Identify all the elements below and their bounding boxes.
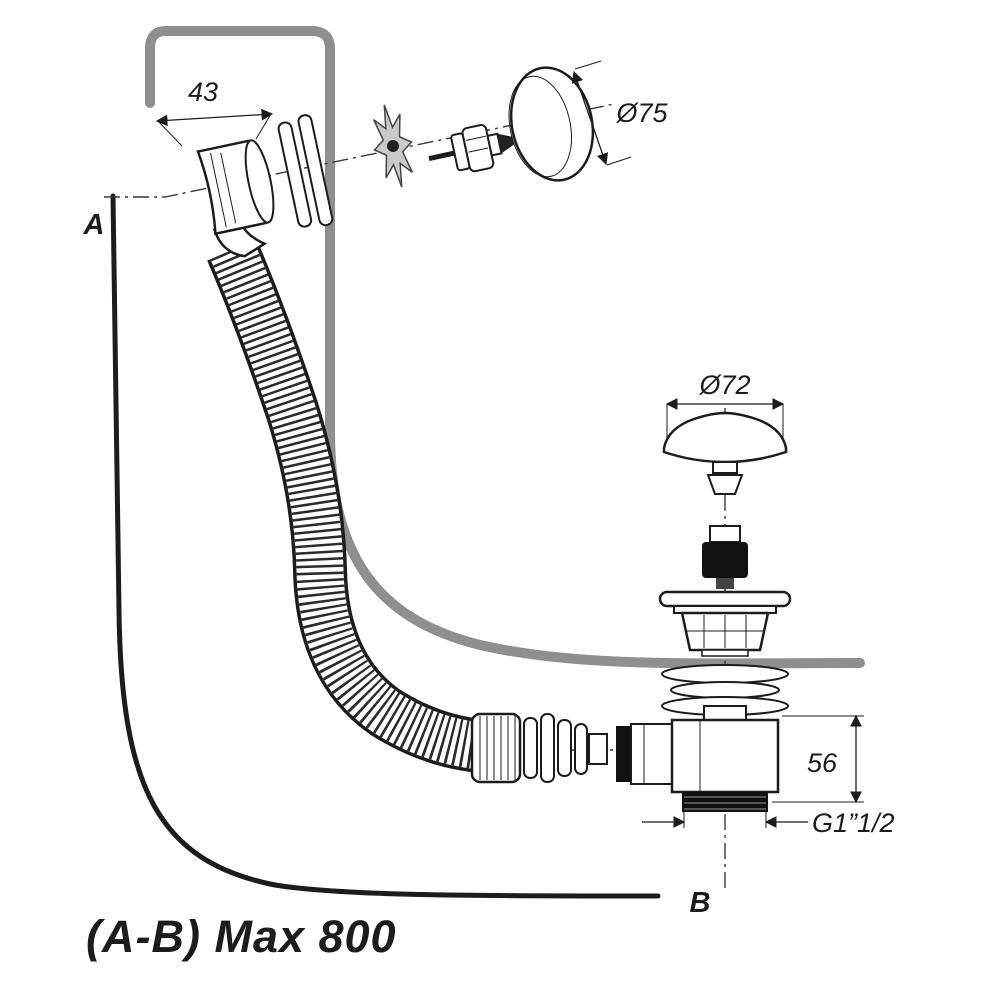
- drain-tee: [616, 718, 780, 812]
- dim-56-label: 56: [807, 748, 838, 778]
- dim-d75-label: Ø75: [615, 98, 668, 128]
- dim-43-label: 43: [188, 77, 218, 107]
- strainer-body: [658, 590, 792, 657]
- overflow-flange: [196, 139, 275, 258]
- thread-size-label: G1”1/2: [812, 808, 895, 838]
- hose-nut: [470, 712, 608, 784]
- thread-band: [682, 792, 768, 812]
- overflow-cover-cap: [508, 66, 595, 182]
- plug-core: [702, 525, 748, 589]
- inlet-seal-ring: [616, 726, 631, 782]
- drain-plug-cap: [662, 411, 788, 495]
- overflow-gasket: [277, 114, 334, 228]
- flexible-hose: [207, 239, 499, 774]
- dim-tee-height: 56: [772, 714, 864, 804]
- dim-overflow-width: 43: [155, 77, 274, 147]
- dim-d72-label: Ø72: [698, 370, 750, 400]
- tub-outline: [110, 193, 661, 899]
- overflow-axis-centerline: [104, 103, 615, 198]
- overflow-rosette: [373, 104, 413, 188]
- dim-cover-diameter: Ø75: [571, 60, 668, 166]
- overflow-cable: [145, 26, 865, 669]
- washer-stack: [661, 664, 789, 721]
- label-point-b: B: [690, 887, 711, 919]
- dim-thread-size: G1”1/2: [642, 808, 895, 838]
- overflow-screw: [428, 124, 514, 173]
- label-point-a: A: [83, 209, 105, 241]
- dim-plug-diameter: Ø72: [665, 370, 785, 444]
- footer-note: (A-B) Max 800: [86, 911, 397, 962]
